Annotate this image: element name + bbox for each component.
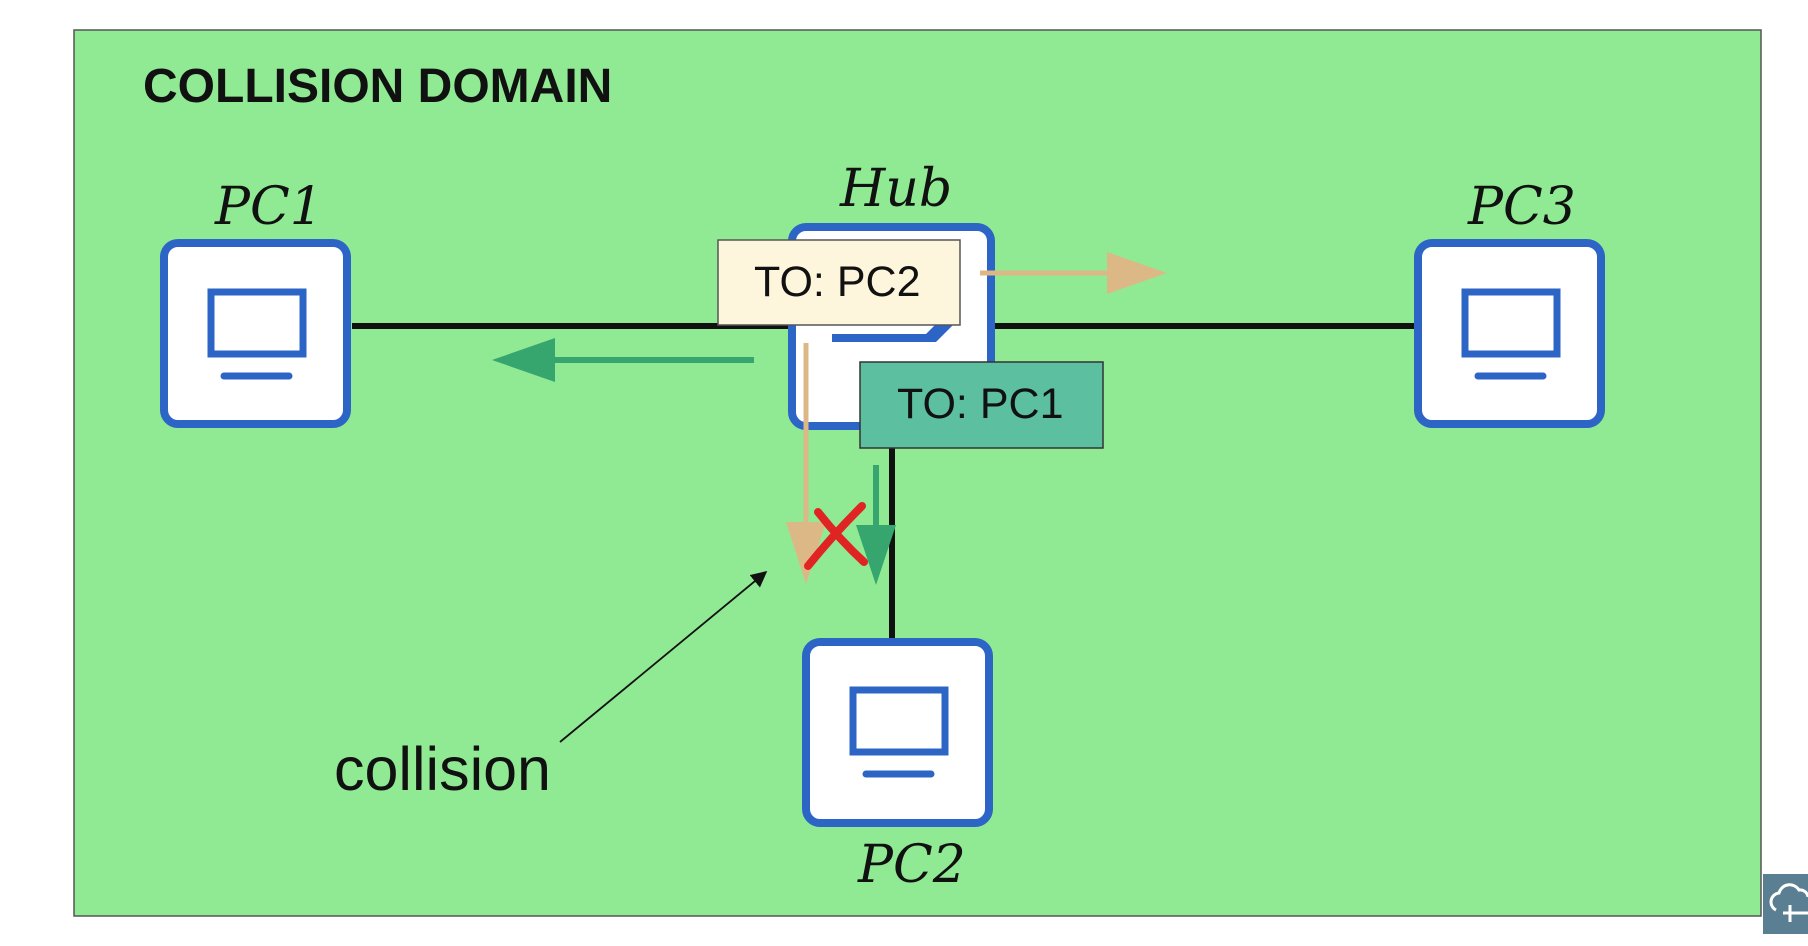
pc1-device[interactable] — [160, 239, 351, 428]
computer-monitor-icon — [207, 288, 307, 380]
arrow-frame-to-pc1-toward-pc1 — [492, 338, 754, 382]
arrow-frame-to-pc2-toward-pc3 — [980, 252, 1167, 294]
cloud-logo-icon — [1763, 874, 1808, 934]
pc3-device[interactable] — [1414, 239, 1605, 428]
pc1-label: PC1 — [214, 177, 323, 237]
collision-pointer-arrow — [559, 570, 768, 743]
frame-to-pc2-label: TO: PC2 — [754, 258, 920, 306]
computer-monitor-icon — [849, 686, 949, 778]
domain-title: COLLISION DOMAIN — [143, 60, 612, 113]
pc3-label: PC3 — [1467, 177, 1576, 237]
collision-label: collision — [334, 735, 551, 803]
arrow-frame-to-pc2-toward-pc2 — [786, 343, 826, 584]
hub-label: Hub — [839, 159, 952, 219]
arrow-frame-to-pc1-toward-pc2 — [856, 465, 896, 585]
hub-icon — [832, 322, 956, 342]
pc2-device[interactable] — [802, 638, 993, 827]
frame-to-pc1 — [859, 361, 1104, 449]
x-mark-icon — [804, 502, 868, 570]
pc2-label: PC2 — [857, 835, 966, 895]
frame-to-pc1-label: TO: PC1 — [897, 380, 1063, 428]
computer-monitor-icon — [1461, 288, 1561, 380]
frame-to-pc2 — [717, 239, 961, 326]
